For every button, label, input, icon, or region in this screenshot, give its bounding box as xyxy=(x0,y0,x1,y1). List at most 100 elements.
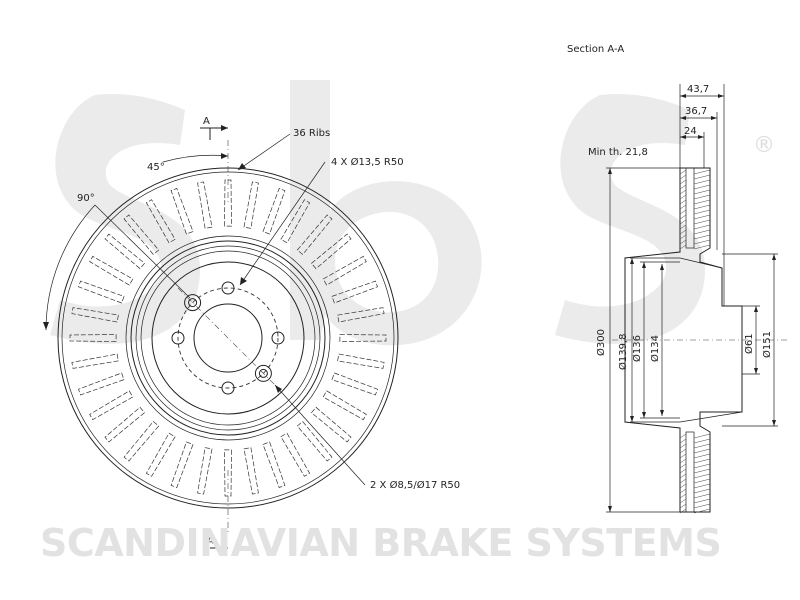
pin-hole xyxy=(254,364,272,382)
hatch-line xyxy=(693,448,711,454)
disc-section-outline xyxy=(624,167,743,513)
rib xyxy=(224,449,232,497)
min-thickness-label: Min th. 21,8 xyxy=(588,147,648,158)
rib xyxy=(71,353,119,369)
hatch-line xyxy=(679,169,687,175)
hatch-line xyxy=(679,204,687,210)
hatch-line xyxy=(693,169,711,175)
hatch-line xyxy=(693,473,711,479)
bolt-holes xyxy=(171,281,285,395)
hatch-line xyxy=(693,239,711,245)
hatch-line xyxy=(679,468,687,474)
hatch-line xyxy=(693,229,711,235)
hatch-line xyxy=(679,433,687,439)
hatch-line xyxy=(679,488,687,494)
hatch-line xyxy=(679,179,687,185)
hatch-line xyxy=(693,483,711,489)
hatch-line xyxy=(693,433,711,439)
hatch-line xyxy=(679,234,687,240)
hatch-line xyxy=(693,453,711,459)
hatch-line xyxy=(693,478,711,484)
rib xyxy=(322,390,367,421)
dim-36-7: 36,7 xyxy=(685,106,707,117)
dim-24: 24 xyxy=(684,126,697,137)
company-watermark: SCANDINAVIAN BRAKE SYSTEMS xyxy=(40,521,721,565)
rib xyxy=(123,421,160,462)
hatch-line xyxy=(693,214,711,220)
hatch-line xyxy=(693,224,711,230)
pin-holes-label: 2 X Ø8,5/Ø17 R50 xyxy=(370,479,460,491)
rib xyxy=(170,441,194,488)
hatch-line xyxy=(693,458,711,464)
rib xyxy=(170,188,194,235)
section-a-a-view: Section A-A Min th. 21,8 43,7 36,7 24 xyxy=(567,44,790,514)
rib xyxy=(78,280,125,304)
registered-mark: ® xyxy=(753,133,775,158)
section-hatching xyxy=(679,169,711,514)
hatch-line xyxy=(679,438,687,444)
dia-151: Ø151 xyxy=(761,331,773,358)
rib xyxy=(89,390,134,421)
rib xyxy=(322,255,367,286)
hatch-line xyxy=(693,194,711,200)
hatch-line xyxy=(679,244,687,250)
section-title: Section A-A xyxy=(567,44,624,55)
hatch-line xyxy=(679,473,687,479)
rib xyxy=(339,334,387,342)
rib xyxy=(71,307,119,323)
hatch-line xyxy=(679,463,687,469)
svg-text:A: A xyxy=(207,536,214,547)
section-marker-bottom: A xyxy=(207,536,228,551)
hatch-line xyxy=(679,224,687,230)
hatch-line xyxy=(693,508,711,514)
dia-136: Ø136 xyxy=(631,335,643,362)
hatch-line xyxy=(679,458,687,464)
hatch-line xyxy=(693,234,711,240)
vent-channel-bottom xyxy=(685,431,695,513)
dia-139-8: Ø139,8 xyxy=(617,334,629,371)
rib xyxy=(104,233,145,270)
hatch-line xyxy=(679,199,687,205)
hatch-line xyxy=(693,199,711,205)
bolt-hole xyxy=(221,281,235,295)
svg-text:A: A xyxy=(203,116,210,127)
pin-hole xyxy=(258,368,268,378)
hat-outer-edge xyxy=(125,235,331,441)
hatch-line xyxy=(679,443,687,449)
sbs-watermark-logo xyxy=(50,80,705,346)
hatch-line xyxy=(693,463,711,469)
rib xyxy=(296,214,333,255)
bolt-hole xyxy=(221,381,235,395)
dia-134: Ø134 xyxy=(649,335,661,362)
hatch-line xyxy=(693,174,711,180)
rib xyxy=(89,255,134,286)
hatch-line xyxy=(693,209,711,215)
hatch-line xyxy=(693,184,711,190)
hatch-line xyxy=(679,453,687,459)
hatch-line xyxy=(693,443,711,449)
angle-dimensions: 45° 90° xyxy=(43,153,229,331)
hatch-line xyxy=(693,179,711,185)
pin-hole xyxy=(188,298,198,308)
section-marker-top: A xyxy=(200,116,228,140)
rib xyxy=(69,334,117,342)
rib xyxy=(224,179,232,227)
disc-front-view xyxy=(57,140,399,535)
rib xyxy=(197,447,213,495)
rib xyxy=(331,372,378,396)
hatch-line xyxy=(679,184,687,190)
hatch-line xyxy=(693,468,711,474)
rib xyxy=(337,307,385,323)
pin-hole xyxy=(184,294,202,312)
hatch-line xyxy=(679,498,687,504)
rib xyxy=(296,421,333,462)
hatch-line xyxy=(679,229,687,235)
rib xyxy=(331,280,378,304)
rib xyxy=(243,181,259,229)
center-bore xyxy=(193,303,263,373)
hatch-line xyxy=(679,214,687,220)
rib xyxy=(145,432,176,477)
hatch-line xyxy=(679,478,687,484)
hatch-line xyxy=(693,189,711,195)
hatch-line xyxy=(693,493,711,499)
